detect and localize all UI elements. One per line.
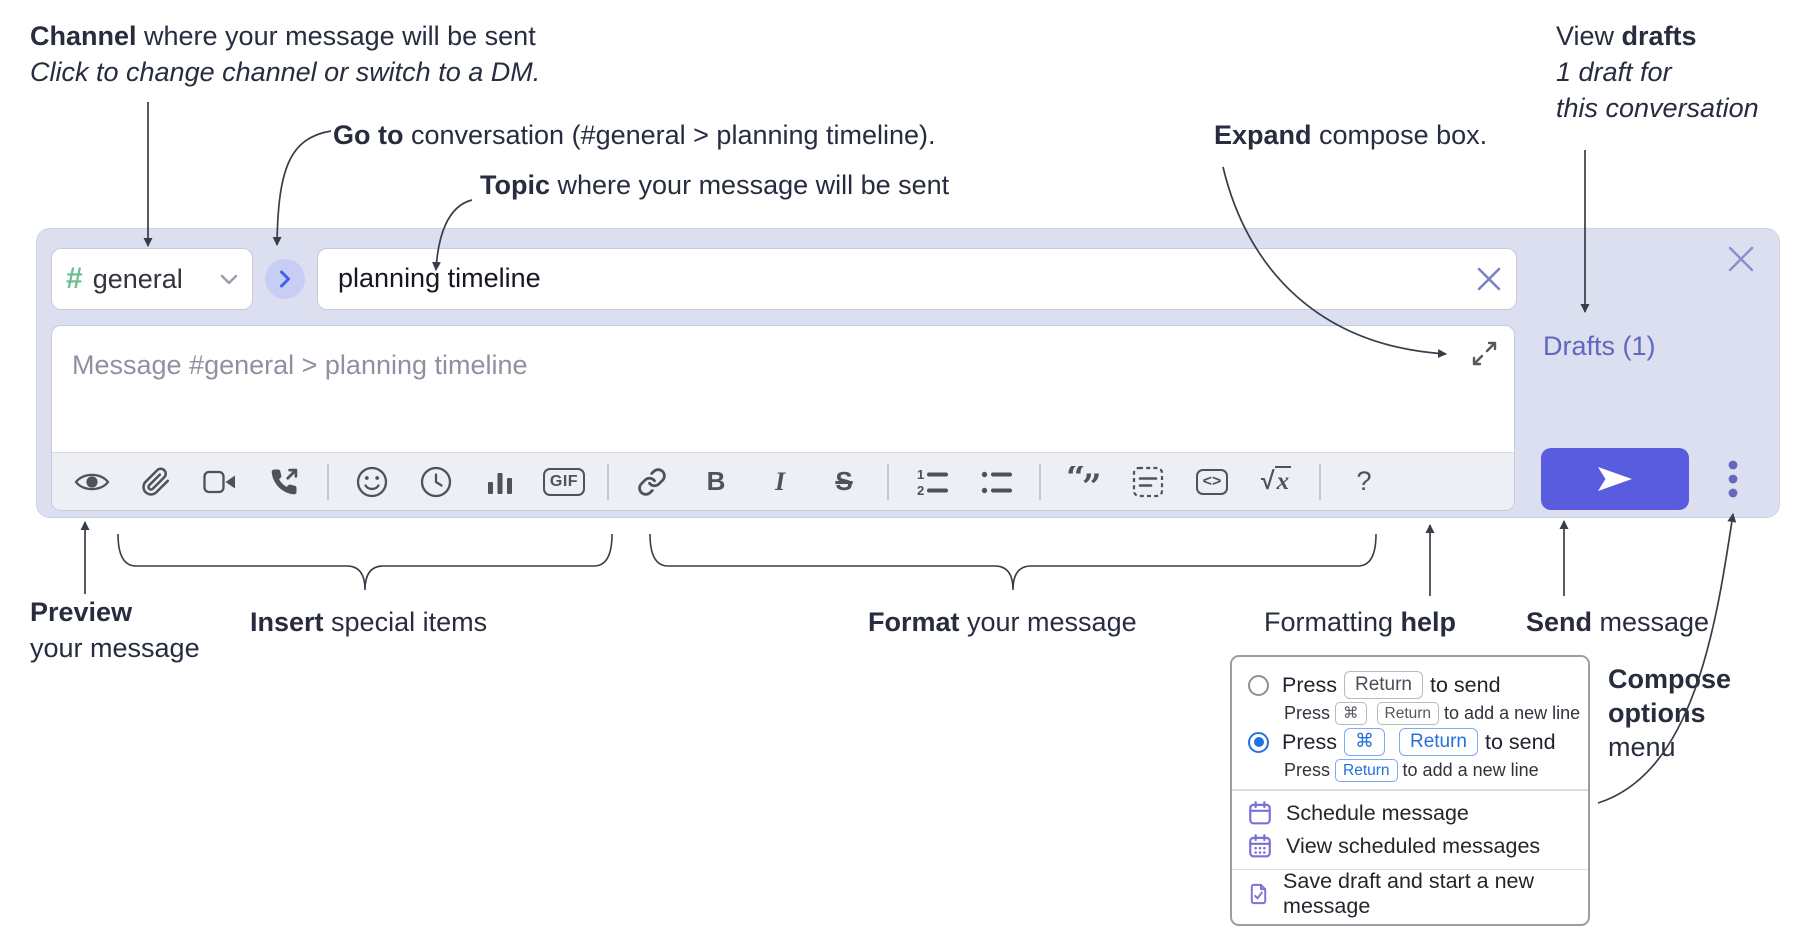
- spoiler-icon[interactable]: [1116, 459, 1180, 505]
- compose-options-menu-button[interactable]: [1709, 455, 1757, 503]
- toolbar-divider: [887, 463, 889, 500]
- key-cmd: ⌘: [1343, 728, 1385, 756]
- clock-icon[interactable]: [404, 459, 468, 505]
- chevron-down-icon: [220, 274, 238, 284]
- phone-call-icon[interactable]: [252, 459, 316, 505]
- radio-unselected[interactable]: [1248, 674, 1269, 696]
- calendar-icon: [1249, 801, 1271, 825]
- bulleted-list-icon[interactable]: [964, 459, 1028, 505]
- radio-selected[interactable]: [1248, 731, 1269, 753]
- option-enter-sends-subtext: Press ⌘ Return to add a new line: [1284, 702, 1581, 725]
- topic-input[interactable]: [318, 249, 1458, 307]
- key-return: Return: [1376, 702, 1440, 725]
- channel-hash-icon: #: [66, 262, 83, 295]
- close-compose-icon[interactable]: [1727, 245, 1755, 273]
- toolbar-divider: [1039, 463, 1041, 500]
- option-cmd-enter-sends-subtext: Press Return to add a new line: [1284, 759, 1539, 782]
- italic-icon[interactable]: I: [774, 466, 786, 496]
- annotation-send-message: Send message: [1526, 607, 1710, 637]
- poll-bar-chart-icon[interactable]: [468, 459, 532, 505]
- annotation-format: Format your message: [868, 607, 1137, 637]
- compose-options-popup: Press Return to send Press ⌘ Return to a…: [1230, 655, 1590, 926]
- annotation-expand: Expand compose box.: [1214, 120, 1488, 150]
- key-cmd: ⌘: [1335, 702, 1367, 725]
- quote-icon[interactable]: “”: [1052, 459, 1116, 505]
- toolbar-divider: [1319, 463, 1321, 500]
- option-cmd-enter-sends[interactable]: Press ⌘ Return to send: [1232, 726, 1588, 758]
- toolbar-divider: [607, 463, 609, 500]
- annotation-topic: Topic where your message will be sent: [480, 170, 950, 200]
- compose-box: # general Drafts (1) Message #general > …: [36, 228, 1780, 518]
- annotation-formatting-help: Formatting help: [1264, 607, 1457, 637]
- vertical-dots-icon: [1728, 460, 1738, 498]
- annotation-compose-options: Compose options menu: [1608, 664, 1732, 762]
- clear-topic-icon[interactable]: [1476, 266, 1502, 292]
- paperclip-icon[interactable]: [124, 459, 188, 505]
- key-return: Return: [1335, 759, 1398, 782]
- svg-text:”: ”: [1082, 467, 1102, 498]
- expand-compose-icon[interactable]: [1471, 340, 1498, 367]
- svg-text:2: 2: [917, 483, 924, 498]
- strikethrough-icon[interactable]: S: [835, 466, 853, 496]
- svg-text:“: “: [1066, 466, 1086, 498]
- popup-divider: [1232, 789, 1588, 791]
- bold-icon[interactable]: B: [706, 466, 726, 496]
- channel-selector[interactable]: # general: [51, 248, 253, 310]
- send-button[interactable]: [1541, 448, 1689, 510]
- math-icon[interactable]: √x: [1260, 466, 1292, 495]
- annotation-insert: Insert special items: [250, 607, 488, 637]
- video-camera-icon[interactable]: [188, 459, 252, 505]
- channel-name: general: [92, 263, 183, 294]
- code-icon[interactable]: <>: [1180, 459, 1244, 505]
- annotation-goto: Go to conversation (#general > planning …: [333, 120, 936, 150]
- svg-text:1: 1: [917, 467, 924, 482]
- menu-item-schedule-message[interactable]: Schedule message: [1232, 797, 1588, 830]
- option-enter-sends[interactable]: Press Return to send: [1232, 669, 1588, 701]
- menu-item-save-draft[interactable]: Save draft and start a new message: [1232, 869, 1588, 918]
- calendar-grid-icon: [1249, 834, 1271, 858]
- document-check-icon: [1250, 883, 1267, 905]
- go-to-conversation-button[interactable]: [265, 259, 305, 299]
- key-return: Return: [1398, 728, 1478, 756]
- menu-item-view-scheduled[interactable]: View scheduled messages: [1232, 830, 1588, 863]
- drafts-link[interactable]: Drafts (1): [1543, 331, 1656, 361]
- emoji-smiley-icon[interactable]: [340, 459, 404, 505]
- brace-insert: [117, 533, 613, 591]
- paper-plane-icon: [1598, 467, 1632, 491]
- popup-divider: [1232, 868, 1588, 870]
- annotation-channel: Channel where your message will be sent …: [30, 21, 541, 87]
- topic-input-box: [317, 248, 1517, 310]
- preview-eye-icon[interactable]: [60, 459, 124, 505]
- chevron-right-icon: [280, 270, 290, 288]
- message-input[interactable]: Message #general > planning timeline: [72, 350, 528, 380]
- annotation-preview: Preview your message: [30, 597, 200, 663]
- brace-format: [649, 533, 1377, 591]
- annotation-view-drafts: View drafts 1 draft for this conversatio…: [1556, 21, 1759, 123]
- gif-icon[interactable]: GIF: [532, 459, 596, 505]
- link-icon[interactable]: [620, 459, 684, 505]
- toolbar-divider: [327, 463, 329, 500]
- help-icon[interactable]: ?: [1356, 466, 1372, 496]
- message-panel: Message #general > planning timeline: [51, 325, 1515, 511]
- key-return: Return: [1343, 671, 1423, 699]
